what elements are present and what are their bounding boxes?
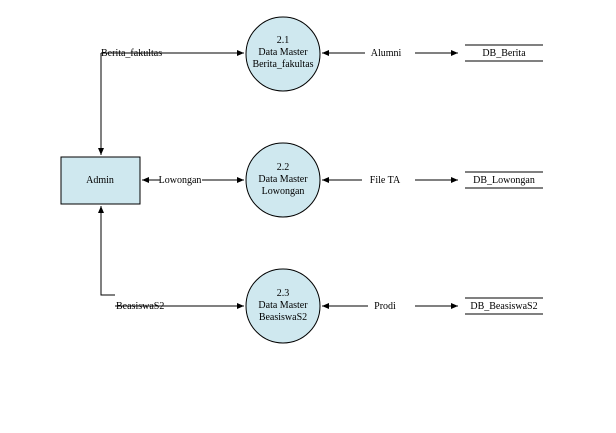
process-circle <box>245 268 321 344</box>
data-store-berita: DB_Berita <box>465 44 543 62</box>
process-subtitle: Lowongan <box>262 186 305 197</box>
output-label-file-ta: File TA <box>370 175 401 186</box>
store-label: DB_BeasiswaS2 <box>470 301 537 312</box>
process-2-3: 2.3 Data Master BeasiswaS2 <box>245 268 321 344</box>
input-label-lowongan: Lowongan <box>159 175 202 186</box>
admin-entity: Admin <box>60 156 141 205</box>
process-number: 2.2 <box>277 162 290 173</box>
process-number: 2.3 <box>277 288 290 299</box>
input-label-berita: Berita_fakultas <box>101 48 162 59</box>
data-store-lowongan: DB_Lowongan <box>465 171 543 189</box>
input-label-beasiswa: BeasiswaS2 <box>116 301 164 312</box>
process-2-2: 2.2 Data Master Lowongan <box>245 142 321 218</box>
data-store-beasiswa: DB_BeasiswaS2 <box>465 297 543 315</box>
process-title: Data Master <box>258 47 308 58</box>
process-title: Data Master <box>258 300 308 311</box>
process-subtitle: Berita_fakultas <box>252 59 313 70</box>
process-2-1: 2.1 Data Master Berita_fakultas <box>245 16 321 92</box>
store-label: DB_Lowongan <box>473 175 535 186</box>
output-label-alumni: Alumni <box>371 48 402 59</box>
admin-box <box>60 156 141 205</box>
flow-beasiswa-to-admin <box>98 206 115 296</box>
admin-label: Admin <box>86 175 114 186</box>
process-title: Data Master <box>258 174 308 185</box>
output-label-prodi: Prodi <box>374 301 396 312</box>
store-label: DB_Berita <box>482 48 526 59</box>
process-circle <box>245 142 321 218</box>
process-subtitle: BeasiswaS2 <box>259 312 307 323</box>
process-circle <box>245 16 321 92</box>
process-number: 2.1 <box>277 35 290 46</box>
